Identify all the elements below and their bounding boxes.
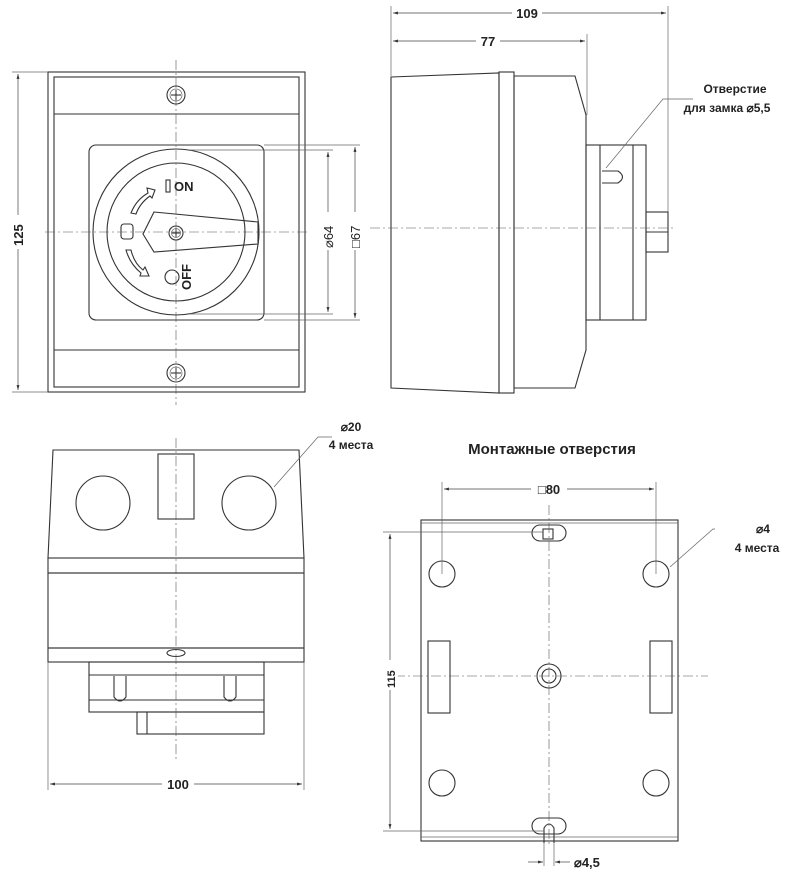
on-label: ON xyxy=(174,179,194,194)
hole-spacing-label: □80 xyxy=(538,482,560,497)
height-dimension-label: 125 xyxy=(11,224,26,246)
top-keyhole-square xyxy=(542,528,554,540)
side-body-front xyxy=(390,72,500,394)
mounting-hole-label-line2: 4 места xyxy=(735,541,780,555)
mounting-hole-br xyxy=(642,769,670,797)
mounting-hole-leader xyxy=(669,528,715,568)
mounting-hole-label-line1: ⌀4 xyxy=(756,522,770,536)
knockout-label-line1: ⌀20 xyxy=(341,420,362,434)
handle-lever[interactable] xyxy=(142,211,259,253)
bottom-view: 100 ⌀20 4 места xyxy=(47,420,374,792)
lock-hole-leader xyxy=(605,98,693,169)
rotate-up-arrow-icon xyxy=(130,187,156,215)
lock-hole-label-line1: Отверстие xyxy=(703,82,766,96)
right-knockout xyxy=(221,475,277,531)
slot-diameter-label: ⌀4,5 xyxy=(574,855,600,870)
side-body-rear xyxy=(513,75,587,389)
total-depth-label: 109 xyxy=(516,6,538,21)
mounting-slot-right xyxy=(649,640,673,714)
off-indicator-icon xyxy=(164,269,180,285)
lock-hole-slot xyxy=(602,170,624,184)
left-knockout xyxy=(75,475,131,531)
side-view: 109 77 Отверстие для замка ⌀5,5 xyxy=(370,4,771,394)
lock-hole-label-line2: для замка ⌀5,5 xyxy=(684,101,771,115)
mounting-height-label: 115 xyxy=(386,670,398,688)
mounting-holes-title: Монтажные отверстия xyxy=(468,441,636,458)
bottom-slot-right xyxy=(223,676,237,702)
lock-slot-icon xyxy=(120,223,134,240)
plate-size-label: □67 xyxy=(348,226,363,248)
rotate-down-arrow-icon xyxy=(125,249,150,277)
off-label: OFF xyxy=(179,264,194,290)
bottom-slot-left xyxy=(113,676,127,702)
body-depth-label: 77 xyxy=(481,34,495,49)
bottom-mechanism xyxy=(88,661,265,713)
width-dimension-label: 100 xyxy=(167,777,189,792)
on-indicator-icon xyxy=(165,179,171,193)
side-flange xyxy=(498,71,515,394)
front-view: ON OFF 125 ⌀64 □67 xyxy=(10,60,363,405)
mounting-hole-bl xyxy=(428,769,456,797)
bottom-shaft-base xyxy=(136,711,265,735)
mounting-plate xyxy=(420,519,679,842)
knockout-leader xyxy=(273,436,332,488)
mounting-slot-left xyxy=(427,640,451,714)
knockout-label-line2: 4 места xyxy=(329,438,374,452)
handle-diameter-label: ⌀64 xyxy=(321,226,336,248)
handle-plate xyxy=(88,144,265,321)
mounting-view: Монтажные отверстия □80 115 ⌀4 4 места xyxy=(382,441,780,870)
